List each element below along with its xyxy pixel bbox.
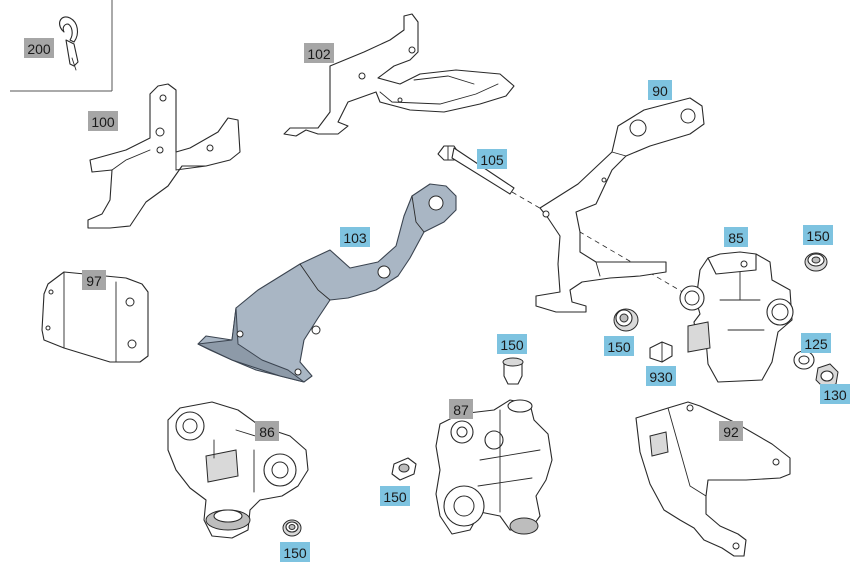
callout-150[interactable]: 150 xyxy=(380,486,410,506)
callout-box xyxy=(340,227,370,247)
part-92-bracket[interactable] xyxy=(635,401,791,557)
callout-87[interactable]: 87 xyxy=(449,399,473,419)
callout-130[interactable]: 130 xyxy=(820,384,850,404)
callout-label: 150 xyxy=(283,545,307,561)
callout-label: 86 xyxy=(259,424,275,440)
callout-box xyxy=(604,336,634,356)
part-150-fitting-b[interactable] xyxy=(613,308,639,332)
callout-box xyxy=(280,542,310,562)
callout-box xyxy=(820,384,850,404)
callout-box xyxy=(82,270,106,290)
callout-label: 150 xyxy=(383,489,407,505)
callout-box xyxy=(88,111,118,131)
callout-97[interactable]: 97 xyxy=(82,270,106,290)
callout-150[interactable]: 150 xyxy=(803,225,833,245)
callout-150[interactable]: 150 xyxy=(604,336,634,356)
part-150-fitting-e[interactable] xyxy=(282,519,302,537)
callout-box xyxy=(719,421,743,441)
callout-86[interactable]: 86 xyxy=(255,421,279,441)
callout-92[interactable]: 92 xyxy=(719,421,743,441)
callout-100[interactable]: 100 xyxy=(88,111,118,131)
callout-103[interactable]: 103 xyxy=(340,227,370,247)
callout-90[interactable]: 90 xyxy=(648,80,672,100)
part-125-washer[interactable] xyxy=(793,350,815,370)
callout-150[interactable]: 150 xyxy=(497,334,527,354)
callout-105[interactable]: 105 xyxy=(477,149,507,169)
part-150-fitting-a[interactable] xyxy=(804,252,828,272)
part-85-valve-unit[interactable] xyxy=(679,251,794,383)
callout-label: 105 xyxy=(480,152,504,168)
callout-label: 930 xyxy=(649,369,673,385)
part-90-bracket[interactable] xyxy=(535,97,705,313)
part-100-bracket[interactable] xyxy=(87,83,241,229)
callout-label: 125 xyxy=(804,336,828,352)
callout-102[interactable]: 102 xyxy=(304,43,334,63)
callout-box xyxy=(24,38,54,58)
callout-label: 103 xyxy=(343,230,367,246)
part-200-hose-clamp[interactable] xyxy=(59,16,79,71)
leader-90-to-85 xyxy=(555,217,687,295)
callout-box xyxy=(255,421,279,441)
callout-label: 87 xyxy=(453,402,469,418)
callout-box xyxy=(380,486,410,506)
callout-85[interactable]: 85 xyxy=(724,227,748,247)
callout-box xyxy=(648,80,672,100)
callout-125[interactable]: 125 xyxy=(801,333,831,353)
callout-label: 150 xyxy=(500,337,524,353)
callout-box xyxy=(724,227,748,247)
part-102-bracket[interactable] xyxy=(283,13,515,137)
callout-label: 90 xyxy=(652,83,668,99)
callout-label: 130 xyxy=(823,387,847,403)
part-130-nut[interactable] xyxy=(815,363,839,389)
part-105-bolt[interactable] xyxy=(437,145,515,195)
part-97-plate[interactable] xyxy=(41,271,149,363)
part-87-valve-assembly[interactable] xyxy=(435,399,553,535)
callout-label: 92 xyxy=(723,424,739,440)
callout-150[interactable]: 150 xyxy=(280,542,310,562)
part-150-fitting-c[interactable] xyxy=(502,357,524,385)
callout-box xyxy=(803,225,833,245)
callout-label: 97 xyxy=(86,273,102,289)
callout-200[interactable]: 200 xyxy=(24,38,54,58)
callout-label: 150 xyxy=(806,228,830,244)
callout-box xyxy=(801,333,831,353)
part-930-plug[interactable] xyxy=(649,341,673,363)
callout-label: 85 xyxy=(728,230,744,246)
callout-label: 150 xyxy=(607,339,631,355)
callout-box xyxy=(497,334,527,354)
callout-label: 200 xyxy=(27,41,51,57)
inset-frame xyxy=(10,0,113,92)
callout-box xyxy=(304,43,334,63)
part-103-bracket[interactable] xyxy=(197,183,457,383)
part-86-valve-assembly[interactable] xyxy=(167,401,309,539)
callout-labels: 200 102 100 90 105 103 85 150 97 150 125 150 930 130 8… xyxy=(24,38,850,562)
callout-box xyxy=(477,149,507,169)
callout-930[interactable]: 930 xyxy=(646,366,676,386)
callout-box xyxy=(646,366,676,386)
part-150-fitting-d[interactable] xyxy=(391,457,417,481)
callout-label: 102 xyxy=(307,46,331,62)
callout-label: 100 xyxy=(91,114,115,130)
callout-box xyxy=(449,399,473,419)
